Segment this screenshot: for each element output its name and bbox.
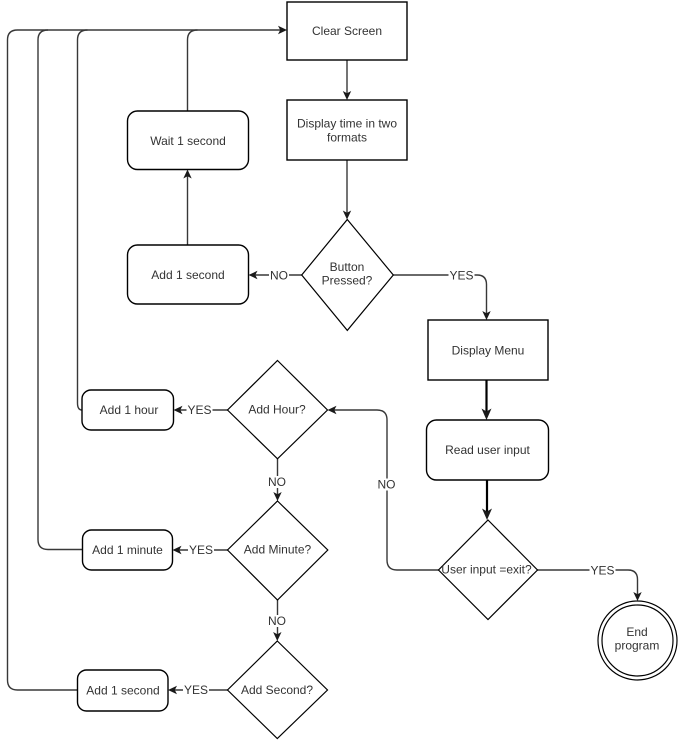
- svg-text:Add Second?: Add Second?: [241, 683, 313, 697]
- svg-text:Add 1 hour: Add 1 hour: [100, 403, 159, 417]
- svg-text:program: program: [615, 639, 660, 653]
- svg-text:Wait 1 second: Wait 1 second: [150, 134, 226, 148]
- svg-text:YES: YES: [590, 564, 614, 578]
- svg-text:Pressed?: Pressed?: [322, 274, 373, 288]
- svg-text:End: End: [626, 625, 647, 639]
- svg-text:Add Minute?: Add Minute?: [244, 543, 312, 557]
- svg-text:YES: YES: [189, 543, 213, 557]
- svg-text:NO: NO: [268, 614, 286, 628]
- svg-text:Add 1 minute: Add 1 minute: [92, 543, 163, 557]
- svg-text:NO: NO: [268, 475, 286, 489]
- svg-text:YES: YES: [184, 683, 208, 697]
- svg-text:Clear Screen: Clear Screen: [312, 24, 382, 38]
- svg-text:YES: YES: [187, 403, 211, 417]
- svg-text:NO: NO: [270, 268, 288, 282]
- svg-text:Display Menu: Display Menu: [452, 344, 525, 358]
- svg-text:YES: YES: [449, 268, 473, 282]
- svg-text:NO: NO: [378, 478, 396, 492]
- svg-text:Display time in two: Display time in two: [297, 117, 397, 131]
- svg-text:formats: formats: [327, 131, 367, 145]
- svg-text:Button: Button: [330, 260, 365, 274]
- svg-text:Add 1 second: Add 1 second: [86, 684, 159, 698]
- svg-text:User input =exit?: User input =exit?: [441, 563, 532, 577]
- svg-text:Add 1 second: Add 1 second: [151, 268, 224, 282]
- svg-text:Read user input: Read user input: [445, 443, 530, 457]
- svg-text:Add Hour?: Add Hour?: [248, 403, 306, 417]
